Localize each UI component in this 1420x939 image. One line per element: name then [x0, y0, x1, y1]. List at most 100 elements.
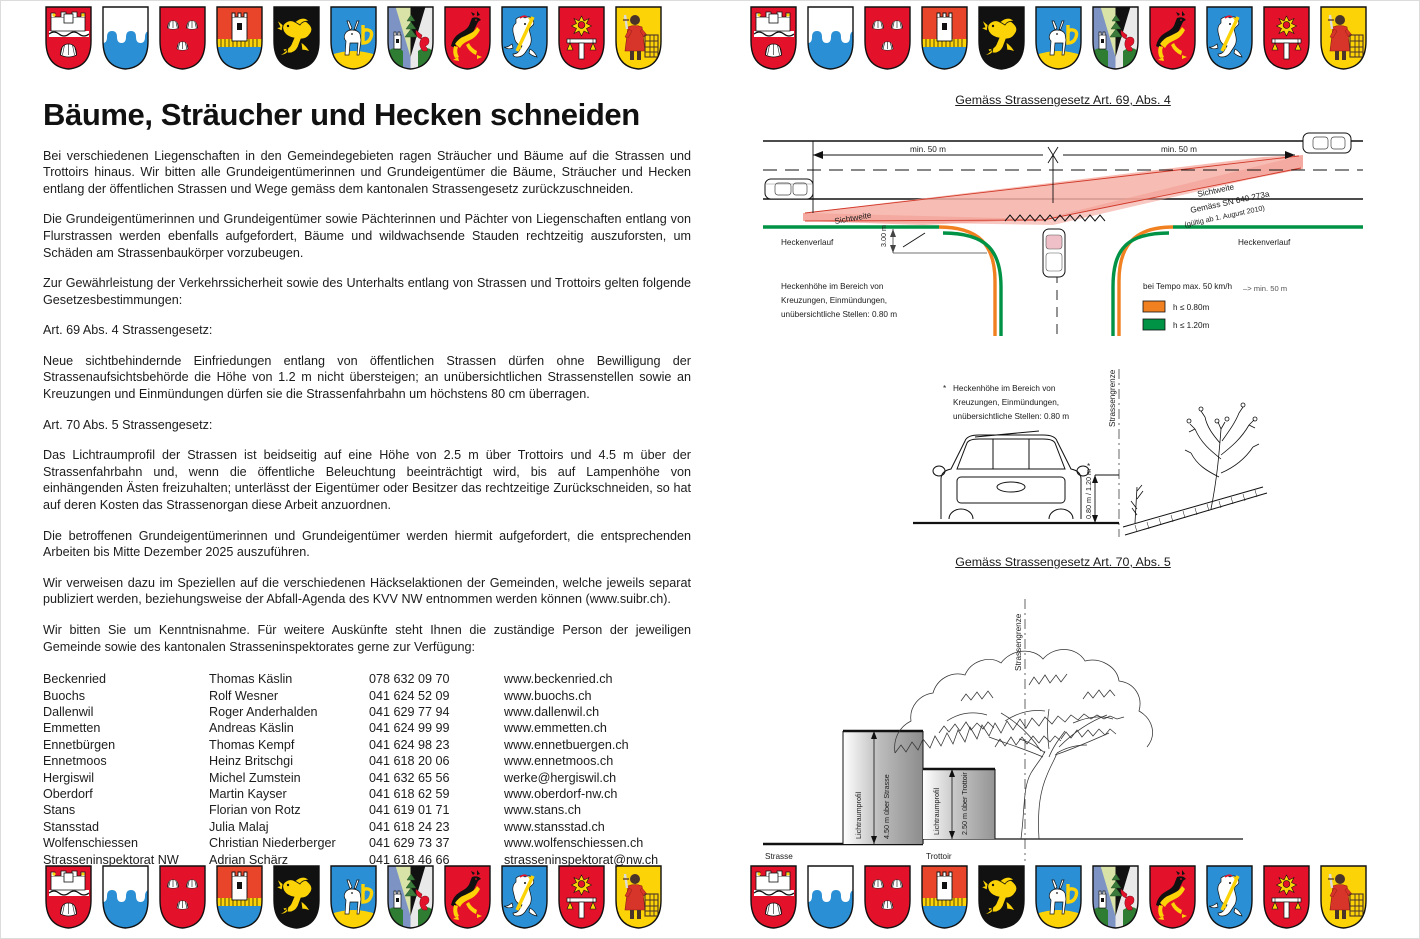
ground-walk-label: Trottoir: [926, 852, 952, 861]
contact-person: Christian Niederberger: [209, 836, 336, 851]
contact-web[interactable]: www.oberdorf-nw.ch: [504, 787, 618, 802]
hergiswil-crest: [385, 864, 436, 930]
car-star-marker-2: *: [1087, 462, 1091, 471]
hedge-left-label: Heckenverlauf: [781, 238, 834, 247]
contact-phone: 041 619 01 71: [369, 803, 450, 818]
hergiswil-crest: [1090, 864, 1141, 930]
contact-web[interactable]: werke@hergiswil.ch: [504, 770, 617, 785]
buochs-crest: [805, 5, 856, 71]
haecksel-paragraph: Wir verweisen dazu im Speziellen auf die…: [43, 575, 691, 607]
profile-road-line2: 4.50 m über Strasse: [882, 774, 891, 839]
stansstad-crest: [1261, 5, 1312, 71]
contact-municipality: Buochs: [43, 688, 86, 703]
article-69-text: Neue sichtbehindernde Einfriedungen entl…: [43, 353, 691, 402]
contact-person: Roger Anderhalden: [209, 705, 318, 720]
figure-70-svg: Strassengrenze Lichtraumprofil 4.50 m üb…: [763, 599, 1243, 861]
beckenried-crest: [43, 864, 94, 930]
intro-paragraph-3: Zur Gewährleistung der Verkehrssicherhei…: [43, 276, 691, 307]
contact-phone: 041 632 65 56: [369, 770, 450, 785]
contact-person: Heinz Britschgi: [209, 754, 293, 769]
article-70-heading: Art. 70 Abs. 5 Strassengesetz:: [43, 417, 213, 432]
contact-person: Thomas Käslin: [209, 672, 293, 687]
wolfenschiessen-crest: [613, 5, 664, 71]
contact-web[interactable]: www.wolfenschiessen.ch: [504, 836, 644, 851]
contact-phone: 041 618 20 06: [369, 754, 450, 769]
contact-web[interactable]: www.dallenwil.ch: [504, 705, 600, 720]
note-star-marker: *: [943, 384, 947, 393]
emmetten-crest: [919, 5, 970, 71]
emmetten-crest: [919, 864, 970, 930]
ennetmoos-crest: [328, 5, 379, 71]
boundary-label-tree: Strassengrenze: [1014, 613, 1023, 671]
article-70-text: Das Lichtraumprofil der Strassen ist bei…: [43, 448, 691, 513]
contact-municipality: Wolfenschiessen: [43, 836, 138, 851]
article-column: Bäume, Sträucher und Hecken schneiden Be…: [43, 98, 691, 868]
contact-phone: 041 629 77 94: [369, 705, 450, 720]
stans-crest: [499, 5, 550, 71]
profile-walk-line2: 2.50 m über Trottoir: [960, 772, 969, 835]
contact-municipality: Ennetbürgen: [43, 737, 116, 752]
buochs-crest: [100, 5, 151, 71]
contact-municipality: Stans: [43, 803, 76, 818]
contact-web[interactable]: www.beckenried.ch: [504, 672, 613, 687]
figure-69: min. 50 m min. 50 m: [743, 121, 1383, 341]
contact-web[interactable]: www.ennetbuergen.ch: [504, 737, 629, 752]
car-right-icon: [1302, 132, 1352, 154]
stansstad-crest: [556, 5, 607, 71]
hergiswil-crest: [1090, 5, 1141, 71]
hedge-note-line1: Heckenhöhe im Bereich von: [781, 282, 884, 291]
dim-300-label: 3.00 m: [879, 225, 888, 247]
contact-municipality: Emmetten: [43, 721, 101, 736]
ennetmoos-crest: [1033, 864, 1084, 930]
contact-web[interactable]: www.stans.ch: [504, 803, 581, 818]
tree-icon: [894, 649, 1153, 840]
contact-web[interactable]: www.ennetmoos.ch: [504, 754, 614, 769]
stansstad-crest: [1261, 864, 1312, 930]
contact-phone: 041 624 99 99: [369, 721, 450, 736]
dallenwil-crest: [157, 5, 208, 71]
profile-road-line1: Lichtraumprofil: [854, 791, 863, 839]
contact-web[interactable]: www.stansstad.ch: [504, 819, 605, 834]
deadline-paragraph: Die betroffenen Grundeigentümerinnen und…: [43, 528, 691, 560]
contact-municipality: Dallenwil: [43, 705, 94, 720]
contact-row: Stans Florian von Rotz 041 619 01 71 www.st…: [43, 802, 691, 818]
tempo-note-label: bei Tempo max. 50 km/h: [1143, 282, 1232, 291]
dallenwil-crest: [862, 864, 913, 930]
dim-right-label: min. 50 m: [1161, 145, 1197, 154]
legend-label-0: h ≤ 0.80m: [1173, 303, 1210, 312]
contact-person: Julia Malaj: [209, 819, 269, 834]
car-note-line2: Kreuzungen, Einmündungen,: [953, 398, 1059, 407]
contact-phone: 078 632 09 70: [369, 672, 450, 687]
car-junction-icon: [1042, 228, 1066, 278]
contact-person: Florian von Rotz: [209, 803, 301, 818]
beckenried-crest: [748, 864, 799, 930]
stans-crest: [1204, 5, 1255, 71]
contact-person: Andreas Käslin: [209, 721, 294, 736]
contact-municipality: Hergiswil: [43, 770, 95, 785]
contact-web[interactable]: strasseninspektorat@nw.ch: [504, 852, 659, 867]
ennetbuergen-crest: [976, 5, 1027, 71]
figure-car-section: * Heckenhöhe im Bereich von Kreuzungen, …: [743, 359, 1383, 549]
stansstad-crest: [556, 864, 607, 930]
contact-phone: 041 618 46 66: [369, 852, 450, 867]
contact-intro-paragraph: Wir bitten Sie um Kenntnisnahme. Für wei…: [43, 623, 691, 654]
contact-phone: 041 618 62 59: [369, 787, 450, 802]
contact-web[interactable]: www.emmetten.ch: [504, 721, 607, 736]
stans-crest: [499, 864, 550, 930]
boundary-label-car: Strassengrenze: [1108, 369, 1117, 427]
wolfenschiessen-crest: [1318, 864, 1369, 930]
oberdorf-crest: [1147, 864, 1198, 930]
contact-municipality: Ennetmoos: [43, 754, 107, 769]
figure-69-svg: min. 50 m min. 50 m: [763, 132, 1363, 336]
beckenried-crest: [748, 5, 799, 71]
hedge-note-line2: Kreuzungen, Einmündungen,: [781, 296, 887, 305]
ennetbuergen-crest: [976, 864, 1027, 930]
contact-web[interactable]: www.buochs.ch: [504, 688, 592, 703]
emmetten-crest: [214, 864, 265, 930]
